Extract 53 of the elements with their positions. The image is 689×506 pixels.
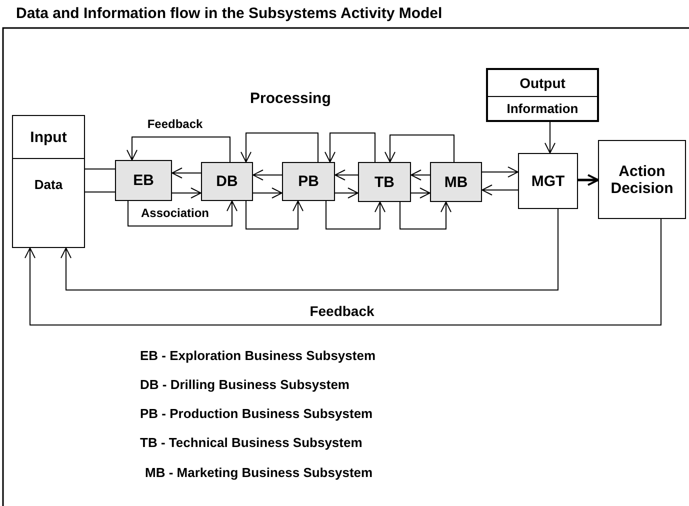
subsystem-box [430,162,482,202]
node-label: Data [33,176,64,192]
node-label: MGT [531,172,565,190]
process-box [518,153,578,209]
arrow [544,122,556,154]
node-label: Output [488,70,597,97]
edge-label: Feedback [145,117,205,131]
legend-text: MB - Marketing Business Subsystem [145,465,373,480]
arrow [246,200,304,230]
legend-text: DB - Drilling Business Subsystem [140,377,350,392]
arrow [334,170,358,180]
arrow [410,170,430,180]
arrow [410,188,430,198]
node-label: Action Decision [610,162,674,196]
arrow [400,202,452,230]
arrow [252,170,282,180]
subsystem-box [115,160,172,201]
arrow [240,132,318,162]
diagram-title: Data and Information flow in the Subsystems Activity Model [16,5,442,22]
arrow [126,136,230,162]
subsystem-box [282,162,335,201]
node-label: EB [133,172,154,189]
legend-text: PB - Production Business Subsystem [140,406,373,421]
arrow [24,218,662,326]
arrow [334,188,358,198]
node-label: DB [216,173,238,190]
legend-text: TB - Technical Business Subsystem [140,435,362,450]
arrow [384,134,454,162]
node-label: TB [374,174,394,190]
arrow [172,188,202,198]
process-box [598,140,686,219]
subsystem-box [201,162,253,201]
edge-label: Feedback [308,303,376,319]
labeled-box [12,115,85,248]
arrow [252,188,282,198]
arrow [324,132,376,162]
arrow [60,208,558,290]
subsystem-box [358,162,411,202]
node-label: MB [444,174,468,190]
arrow [172,168,202,178]
arrow [482,166,518,178]
node-label: PB [298,173,319,190]
legend-text: EB - Exploration Business Subsystem [140,348,376,363]
arrow [326,200,386,230]
section-heading: Processing [250,90,331,107]
arrow [482,184,518,196]
connector-line [84,168,116,170]
labeled-box [486,68,599,122]
node-label: Information [506,100,580,116]
edge-label: Association [139,206,211,220]
arrow [128,200,238,226]
node-label: Input [13,116,84,159]
arrow [578,174,599,186]
